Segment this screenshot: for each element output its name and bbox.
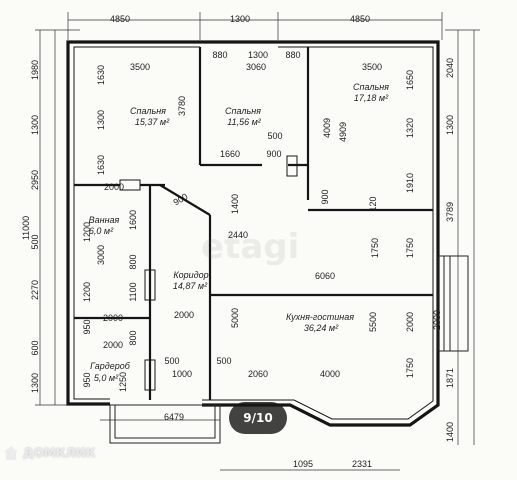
svg-text:1910: 1910 xyxy=(405,173,415,193)
svg-text:800: 800 xyxy=(128,330,138,345)
door-openings xyxy=(119,155,298,391)
svg-text:3500: 3500 xyxy=(362,62,382,72)
svg-text:4000: 4000 xyxy=(320,369,340,379)
svg-text:500: 500 xyxy=(267,131,282,141)
svg-text:1000: 1000 xyxy=(172,369,192,379)
svg-text:1095: 1095 xyxy=(293,459,313,469)
dimensions: 4850 1300 4850 880 1300 880 3500 3060 35… xyxy=(21,14,455,469)
room-name: Коридор xyxy=(173,270,208,280)
room-area: 14,87 м² xyxy=(173,281,208,291)
room-area: 17,18 м² xyxy=(354,93,389,103)
porch xyxy=(109,404,221,444)
svg-text:1980: 1980 xyxy=(30,60,40,80)
svg-text:1650: 1650 xyxy=(405,70,415,90)
svg-text:900: 900 xyxy=(266,149,281,159)
svg-text:6060: 6060 xyxy=(315,271,335,281)
svg-text:500: 500 xyxy=(216,356,231,366)
svg-text:600: 600 xyxy=(30,340,40,355)
exterior-walls xyxy=(66,40,440,427)
svg-text:2000: 2000 xyxy=(103,313,123,323)
svg-text:1660: 1660 xyxy=(220,149,240,159)
svg-text:1320: 1320 xyxy=(405,118,415,138)
svg-text:3060: 3060 xyxy=(246,62,266,72)
brand-logo: ДОМКЛИК xyxy=(3,446,95,460)
room-area: 15,37 м² xyxy=(135,117,170,127)
room-area: 11,56 м² xyxy=(227,117,262,127)
room-area: 5,0 м² xyxy=(94,373,119,383)
svg-text:1300: 1300 xyxy=(445,115,455,135)
svg-text:1100: 1100 xyxy=(128,282,138,301)
svg-text:880: 880 xyxy=(212,50,227,60)
svg-text:11000: 11000 xyxy=(21,216,31,240)
svg-text:800: 800 xyxy=(128,254,138,269)
room-area: 6,0 м² xyxy=(89,226,114,236)
svg-text:880: 880 xyxy=(285,50,300,60)
room-area: 36,24 м² xyxy=(304,323,339,333)
svg-text:3000: 3000 xyxy=(96,245,106,265)
svg-text:2000: 2000 xyxy=(104,182,124,192)
svg-text:6479: 6479 xyxy=(164,412,184,422)
svg-text:1400: 1400 xyxy=(230,194,240,214)
svg-text:1600: 1600 xyxy=(128,210,138,230)
svg-text:1630: 1630 xyxy=(96,65,106,85)
exterior-walls-inner xyxy=(73,46,434,420)
svg-text:1200: 1200 xyxy=(82,282,92,302)
svg-text:1300: 1300 xyxy=(230,14,250,24)
svg-text:1750: 1750 xyxy=(405,358,415,378)
svg-text:1250: 1250 xyxy=(118,372,128,392)
svg-text:2000: 2000 xyxy=(405,312,415,332)
svg-text:2440: 2440 xyxy=(228,230,248,240)
svg-text:1750: 1750 xyxy=(405,238,415,258)
bay-window xyxy=(437,255,469,352)
svg-text:1300: 1300 xyxy=(30,115,40,135)
svg-text:2000: 2000 xyxy=(103,340,123,350)
room-name: Спальня xyxy=(225,106,261,116)
svg-text:500: 500 xyxy=(30,234,40,249)
svg-text:4009: 4009 xyxy=(322,118,332,138)
svg-text:3500: 3500 xyxy=(130,62,150,72)
svg-text:4850: 4850 xyxy=(350,14,370,24)
room-name: Ванная xyxy=(89,215,120,225)
interior-walls xyxy=(74,47,433,400)
svg-text:1200: 1200 xyxy=(82,222,92,242)
dimension-lines xyxy=(35,12,480,471)
svg-text:1750: 1750 xyxy=(370,238,380,258)
room-name: Гардероб xyxy=(90,361,131,371)
svg-text:4850: 4850 xyxy=(110,14,130,24)
svg-text:1300: 1300 xyxy=(30,373,40,393)
svg-text:1300: 1300 xyxy=(248,50,268,60)
svg-text:1400: 1400 xyxy=(445,422,455,442)
room-labels: Спальня 15,37 м² Спальня 11,56 м² Спальн… xyxy=(89,82,390,383)
room-name: Спальня xyxy=(130,106,166,116)
page-counter[interactable]: 9/10 xyxy=(229,402,287,434)
svg-text:5500: 5500 xyxy=(368,312,378,332)
svg-text:2270: 2270 xyxy=(30,280,40,300)
room-name: Спальня xyxy=(353,82,389,92)
svg-text:2000: 2000 xyxy=(174,310,194,320)
svg-text:5000: 5000 xyxy=(230,308,240,328)
house-icon xyxy=(3,446,19,460)
svg-text:2950: 2950 xyxy=(30,170,40,190)
watermark: etagi xyxy=(201,227,300,267)
svg-text:500: 500 xyxy=(164,356,179,366)
svg-text:2040: 2040 xyxy=(445,58,455,78)
svg-text:3789: 3789 xyxy=(445,202,455,222)
svg-text:950: 950 xyxy=(82,372,92,387)
svg-text:4909: 4909 xyxy=(338,122,348,142)
svg-text:2060: 2060 xyxy=(248,369,268,379)
svg-text:2331: 2331 xyxy=(352,459,372,469)
svg-text:900: 900 xyxy=(320,189,330,204)
svg-text:3780: 3780 xyxy=(177,96,187,116)
svg-text:1630: 1630 xyxy=(96,155,106,175)
svg-text:950: 950 xyxy=(82,319,92,334)
room-name: Кухня-гостиная xyxy=(286,312,354,322)
svg-text:120: 120 xyxy=(368,196,378,211)
svg-text:1300: 1300 xyxy=(96,110,106,130)
brand-label: ДОМКЛИК xyxy=(23,446,96,460)
svg-text:2000: 2000 xyxy=(432,310,442,330)
svg-text:1871: 1871 xyxy=(445,368,455,388)
